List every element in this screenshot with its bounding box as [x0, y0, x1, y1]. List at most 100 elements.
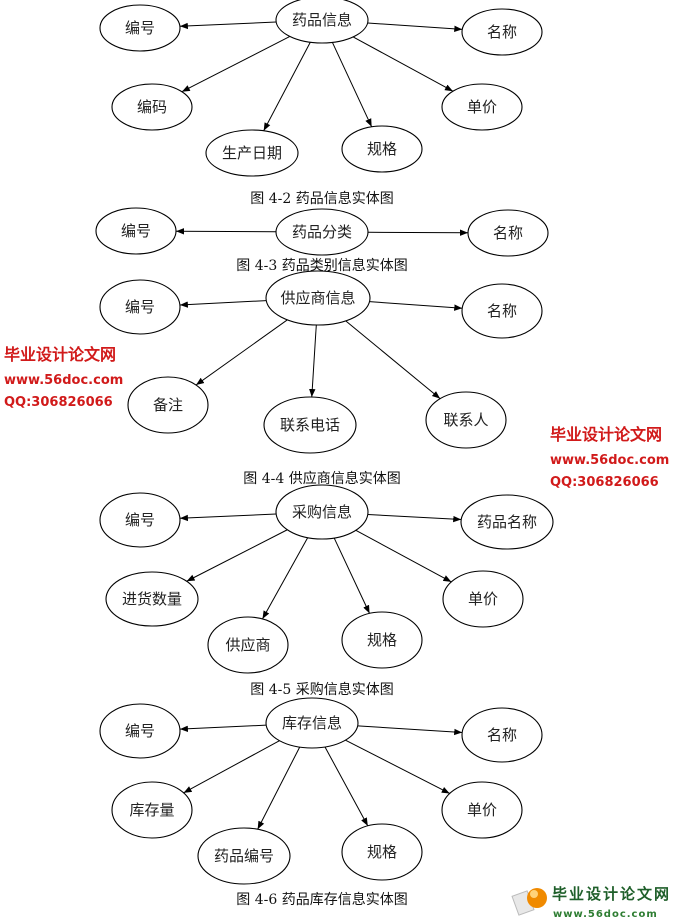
node-label: 规格 [367, 631, 397, 649]
ellipse-shape [341, 125, 423, 173]
attribute-node: 编号 [99, 279, 181, 335]
attribute-node: 备注 [127, 376, 209, 434]
relation-arrow [345, 739, 450, 794]
watermark-site: www.56doc.com [4, 373, 123, 388]
relation-arrow [195, 319, 288, 386]
ellipse-shape [275, 484, 369, 540]
node-label: 规格 [367, 140, 397, 158]
attribute-node: 规格 [341, 823, 423, 881]
node-label: 联系电话 [280, 416, 340, 434]
node-label: 联系人 [443, 411, 488, 429]
relation-arrow [179, 724, 267, 732]
node-label: 生产日期 [222, 144, 282, 162]
ellipse-shape [275, 208, 369, 256]
attribute-node: 联系人 [425, 391, 507, 449]
attribute-node: 药品编号 [197, 827, 291, 885]
ellipse-shape [341, 611, 423, 669]
orange-globe-icon [527, 888, 547, 908]
node-label: 供应商 [225, 636, 270, 654]
relation-arrow [262, 537, 309, 620]
node-label: 药品编号 [214, 847, 274, 865]
attribute-node: 编号 [99, 492, 181, 548]
ellipse-shape [127, 376, 209, 434]
ellipse-shape [461, 8, 543, 56]
node-label: 供应商信息 [280, 289, 355, 307]
ellipse-shape [99, 703, 181, 759]
relation-arrow [333, 537, 370, 614]
ellipse-shape [265, 270, 371, 326]
watermark-right: 毕业设计论文网 www.56doc.com QQ:306826066 [550, 425, 669, 490]
attribute-node: 供应商 [207, 616, 289, 674]
relation-arrow [179, 21, 277, 30]
attribute-node: 单价 [441, 781, 523, 839]
relation-arrow [352, 36, 454, 92]
node-label: 药品分类 [292, 223, 352, 241]
node-label: 单价 [467, 801, 497, 819]
node-label: 单价 [467, 98, 497, 116]
ellipse-shape [197, 827, 291, 885]
relation-arrow [181, 36, 291, 93]
ellipse-shape [467, 209, 549, 257]
site-logo: 毕业设计论文网 www.56doc.com [511, 885, 671, 920]
entity-node: 供应商信息 [265, 270, 371, 326]
attribute-node: 规格 [341, 125, 423, 173]
node-label: 编号 [121, 222, 151, 240]
ellipse-shape [99, 4, 181, 52]
ellipse-shape [207, 616, 289, 674]
ellipse-shape [265, 697, 359, 749]
node-label: 规格 [367, 843, 397, 861]
ellipse-shape [441, 781, 523, 839]
ellipse-shape [95, 207, 177, 255]
ellipse-shape [425, 391, 507, 449]
attribute-node: 编码 [111, 83, 193, 131]
node-label: 名称 [487, 302, 517, 320]
logo-name: 毕业设计论文网 [552, 885, 671, 903]
ellipse-shape [461, 707, 543, 763]
relation-arrow [183, 740, 280, 794]
node-label: 名称 [487, 726, 517, 744]
relation-arrow [175, 228, 277, 235]
node-label: 库存量 [129, 801, 174, 819]
relation-arrow [179, 300, 267, 308]
node-label: 药品名称 [477, 513, 537, 531]
attribute-node: 名称 [461, 8, 543, 56]
watermark-name: 毕业设计论文网 [4, 345, 116, 364]
attribute-node: 进货数量 [105, 571, 199, 627]
attribute-node: 规格 [341, 611, 423, 669]
node-label: 编号 [125, 722, 155, 740]
attribute-node: 名称 [467, 209, 549, 257]
relation-arrow [367, 22, 463, 33]
node-label: 采购信息 [292, 503, 352, 521]
attribute-node: 编号 [95, 207, 177, 255]
ellipse-shape [275, 0, 369, 44]
watermark-site: www.56doc.com [550, 453, 669, 468]
node-label: 编号 [125, 298, 155, 316]
relation-arrow [369, 301, 463, 311]
relation-arrow [331, 42, 373, 127]
attribute-node: 联系电话 [263, 396, 357, 454]
node-label: 名称 [487, 23, 517, 41]
ellipse-shape [263, 396, 357, 454]
entity-node: 药品分类 [275, 208, 369, 256]
attribute-node: 名称 [461, 707, 543, 763]
relation-arrow [186, 529, 288, 582]
node-label: 库存信息 [282, 714, 342, 732]
relation-arrow [309, 324, 317, 398]
relation-arrow [357, 725, 463, 736]
relation-arrow [179, 513, 277, 522]
node-label: 编号 [125, 511, 155, 529]
relation-arrow [324, 746, 369, 827]
ellipse-shape [442, 570, 524, 628]
ellipse-shape [111, 781, 193, 839]
node-label: 药品信息 [292, 11, 352, 29]
ellipse-shape [99, 492, 181, 548]
figure-caption: 图 4-5 采购信息实体图 [250, 681, 393, 698]
node-label: 备注 [153, 396, 183, 414]
relation-arrow [345, 320, 441, 400]
watermark-qq: QQ:306826066 [550, 475, 659, 490]
attribute-node: 生产日期 [205, 129, 299, 177]
attribute-node: 编号 [99, 703, 181, 759]
relation-arrow [263, 42, 311, 131]
node-label: 编号 [125, 19, 155, 37]
figure-caption: 图 4-2 药品信息实体图 [250, 190, 393, 207]
